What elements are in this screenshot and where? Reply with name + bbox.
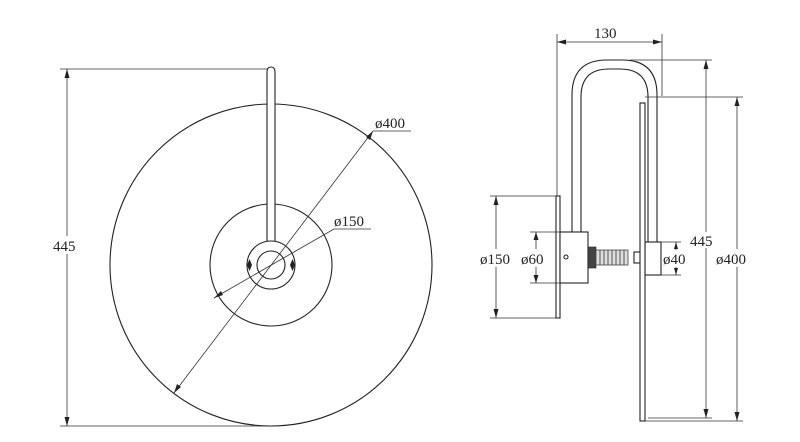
side-outer-diameter-label: ø400 [716, 252, 746, 268]
side-threaded-connector [587, 246, 643, 269]
front-inner-diameter-callout: ø150 [213, 214, 371, 299]
front-height-label: 445 [53, 239, 76, 255]
side-curved-arm [571, 59, 658, 242]
side-outer-diameter-dimension: ø400 [645, 96, 758, 422]
side-tube-diameter-label: ø40 [663, 252, 686, 268]
side-height-label: 445 [690, 234, 713, 250]
front-view: 445 ø400 ø150 [52, 66, 433, 427]
front-light-tube [266, 66, 276, 245]
side-canopy-dimension: ø60 [521, 231, 560, 284]
front-outer-diameter-label: ø400 [375, 116, 405, 132]
side-depth-label: 130 [594, 26, 617, 42]
side-holder-block [644, 241, 662, 276]
side-depth-dimension: 130 [556, 26, 663, 200]
front-outer-diameter-callout: ø400 [173, 116, 411, 394]
side-view: 130 [480, 26, 758, 422]
side-disc-edge [639, 102, 646, 422]
side-canopy-label: ø60 [521, 252, 544, 268]
front-canopy-inner [256, 250, 286, 280]
front-height-dimension: 445 [52, 68, 272, 427]
front-inner-diameter-label: ø150 [334, 214, 364, 230]
side-tube-diameter-dimension: ø40 [661, 241, 690, 276]
side-base-plate-label: ø150 [480, 252, 510, 268]
side-base-plate-dimension: ø150 [480, 195, 558, 319]
side-base-plate [555, 195, 561, 319]
side-height-dimension: 445 [630, 59, 720, 419]
side-canopy [559, 231, 589, 284]
